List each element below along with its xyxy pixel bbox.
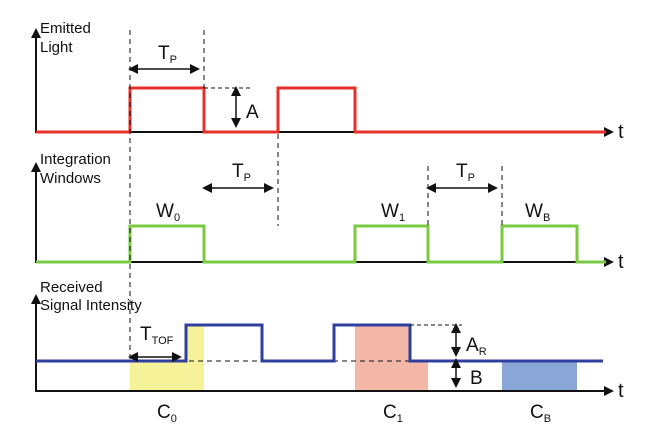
received-t-label: t [618,380,624,402]
amplitude-label: A [246,102,259,123]
received-label-line1: Received [40,279,103,296]
c1-charge-area-lower [410,361,428,391]
cb-label: CB [530,402,551,425]
integration-t-label: t [618,251,624,273]
emitted-tp-label: TP [158,43,177,66]
emitted-light-panel: Emitted Light TP A t [31,20,624,143]
b-label: B [470,368,483,389]
integration-tp-label-1: TP [232,161,251,184]
integration-tp-label-2: TP [456,161,475,184]
integration-label-line2: Windows [40,170,101,187]
integration-windows-waveform [36,224,606,264]
cb-charge-area [502,361,577,391]
c1-charge-area-upper [355,325,410,391]
c1-label: C1 [383,402,403,425]
integration-windows-panel: Integration Windows TP TP W0 W1 WB t [31,151,624,273]
emitted-light-waveform [36,86,606,134]
c0-charge-area-upper [186,325,204,361]
ar-label: AR [466,335,487,358]
emitted-label-line2: Light [40,39,73,56]
ttof-label: TTOF [140,324,174,347]
integration-label-line1: Integration [40,151,111,168]
c0-label: C0 [157,402,177,425]
received-signal-panel: Received Signal Intensity TTOF AR B t C0… [31,279,624,425]
reference-lines [129,30,503,361]
emitted-label-line1: Emitted [40,20,91,37]
window-w1-label: W1 [381,201,405,224]
received-label-line2: Signal Intensity [40,297,142,314]
emitted-t-label: t [618,121,624,143]
window-wb-label: WB [525,201,550,224]
c0-charge-area-lower [130,361,204,391]
window-w0-label: W0 [156,201,180,224]
received-signal-waveform [36,323,603,363]
